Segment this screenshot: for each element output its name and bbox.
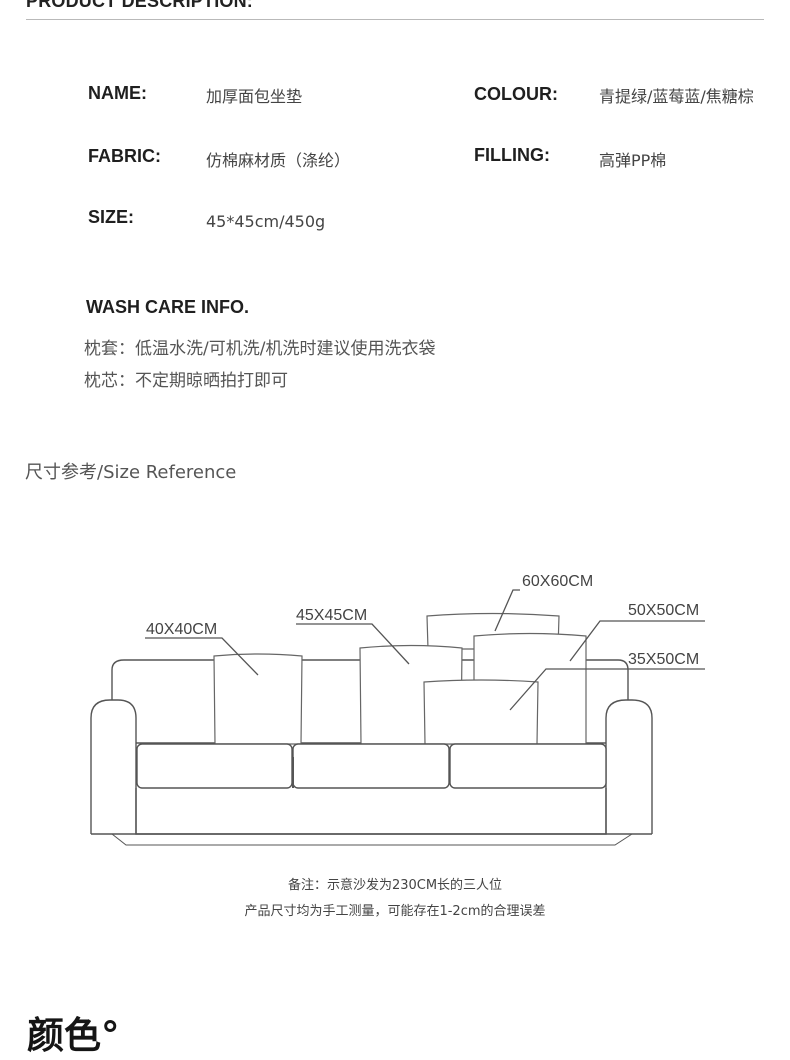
sofa-right-arm <box>605 699 653 834</box>
fabric-value: 仿棉麻材质（涤纶） <box>206 151 351 170</box>
size-label: SIZE: <box>88 207 135 227</box>
divider <box>26 19 764 20</box>
seat-cushion-left <box>136 743 293 789</box>
colour-value: 青提绿/蓝莓蓝/焦糖棕 <box>599 87 754 106</box>
sofa-base <box>135 788 607 835</box>
note-measurement-error: 产品尺寸均为手工测量，可能存在1-2cm的合理误差 <box>244 904 546 919</box>
wash-care-title: WASH CARE INFO. <box>86 297 250 317</box>
pillow-40x40 <box>213 653 303 745</box>
label-40x40: 40X40CM <box>146 621 217 638</box>
color-section-heading: 颜色° <box>27 1014 120 1057</box>
note-sofa-length: 备注：示意沙发为230CM长的三人位 <box>287 878 503 893</box>
size-reference-illustration: 40X40CM 45X45CM 60X60CM 50X50CM 35X50CM <box>0 560 790 850</box>
sofa-left-arm <box>90 699 137 834</box>
colour-label: COLOUR: <box>474 84 558 104</box>
label-60x60: 60X60CM <box>522 573 593 590</box>
label-50x50: 50X50CM <box>628 602 699 619</box>
size-value: 45*45cm/450g <box>206 212 326 231</box>
name-value: 加厚面包坐垫 <box>206 87 303 106</box>
size-reference-heading: 尺寸参考/Size Reference <box>25 462 237 483</box>
wash-care-line-core: 枕芯：不定期晾晒拍打即可 <box>84 371 288 391</box>
fabric-label: FABRIC: <box>88 146 161 166</box>
pillow-35x50 <box>423 679 539 745</box>
label-35x50: 35X50CM <box>628 651 699 668</box>
wash-care-line-cover: 枕套：低温水洗/可机洗/机洗时建议使用洗衣袋 <box>84 339 436 359</box>
seat-cushion-right <box>449 743 607 789</box>
label-45x45: 45X45CM <box>296 607 367 624</box>
name-label: NAME: <box>88 83 147 103</box>
filling-value: 高弹PP棉 <box>599 151 667 170</box>
seat-cushion-middle <box>292 743 450 789</box>
filling-label: FILLING: <box>474 145 550 165</box>
section-title: PRODUCT DESCRIPTION: <box>26 0 254 11</box>
